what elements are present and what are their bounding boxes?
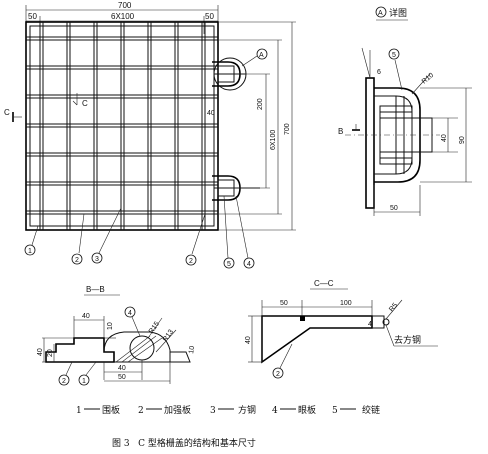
dim-hinge-offset: 200 bbox=[257, 98, 264, 110]
callout-detail-a: A bbox=[259, 52, 264, 59]
detail-a-title: 详图 bbox=[389, 7, 407, 19]
section-cc: C—C 50 100 40 R5 4 去方钢 2 bbox=[245, 279, 438, 379]
callout-5: 5 bbox=[227, 261, 231, 268]
bb-dim-side-40: 40 bbox=[37, 348, 44, 356]
main-view: 700 50 6X100 50 bbox=[4, 1, 296, 269]
horizontal-bars bbox=[26, 36, 218, 215]
detail-a-dim-50: 50 bbox=[390, 205, 398, 212]
dim-right-margin: 50 bbox=[205, 12, 214, 21]
legend-label-1: 围板 bbox=[102, 404, 120, 416]
legend-num-2: 2 bbox=[138, 406, 144, 416]
callout-3: 3 bbox=[95, 256, 99, 263]
legend-num-5: 5 bbox=[332, 406, 338, 416]
callout-2b: 2 bbox=[189, 258, 193, 265]
bb-dim-10: 10 bbox=[107, 322, 114, 330]
detail-a-section-b: B bbox=[338, 127, 343, 136]
detail-a-dim-90: 90 bbox=[459, 136, 466, 144]
bb-callout-2: 2 bbox=[62, 378, 66, 385]
callout-4: 4 bbox=[247, 261, 251, 268]
cc-dim-100: 100 bbox=[340, 300, 352, 307]
legend-num-1: 1 bbox=[76, 406, 82, 416]
bb-dim-r13: R13 bbox=[162, 329, 175, 344]
cc-note-remove-bar: 去方钢 bbox=[394, 334, 421, 346]
legend-label-4: 眼板 bbox=[298, 404, 316, 416]
section-mark-c-right: C bbox=[82, 99, 88, 108]
detail-a-dim-40: 40 bbox=[441, 134, 448, 142]
cc-dim-4: 4 bbox=[368, 321, 372, 328]
bb-callout-1: 1 bbox=[82, 378, 86, 385]
callout-2a: 2 bbox=[75, 257, 79, 264]
detail-a-callout-5: 5 bbox=[392, 52, 396, 59]
legend-label-3: 方钢 bbox=[238, 404, 256, 416]
figure-caption: 图 3 C 型格栅盖的结构和基本尺寸 bbox=[112, 437, 256, 449]
section-cc-title: C—C bbox=[314, 279, 334, 288]
outer-frame bbox=[25, 21, 219, 231]
cc-dim-40: 40 bbox=[245, 336, 252, 344]
dim-total-width: 700 bbox=[118, 1, 132, 10]
dim-grid-span: 6X100 bbox=[111, 12, 135, 21]
cc-weld-mark bbox=[300, 316, 305, 321]
dim-left-margin: 50 bbox=[28, 12, 37, 21]
cc-dim-50: 50 bbox=[280, 300, 288, 307]
dim-hinge-gap: 40 bbox=[207, 110, 215, 117]
legend-num-4: 4 bbox=[272, 406, 278, 416]
bb-dim-20: 20 bbox=[47, 349, 54, 357]
bb-dim-bottom-40: 40 bbox=[118, 365, 126, 372]
dim-height-total: 700 bbox=[284, 123, 291, 135]
detail-a-dim-plate: 6 bbox=[377, 69, 381, 76]
legend: 1 围板 2 加强板 3 方钢 4 眼板 5 绞链 bbox=[76, 404, 380, 416]
detail-a: A 详图 6 5 R10 40 90 bbox=[338, 6, 472, 216]
section-mark-c-left: C bbox=[4, 108, 10, 117]
cc-dim-r5: R5 bbox=[388, 302, 399, 313]
bb-callout-4: 4 bbox=[128, 310, 132, 317]
bb-dim-r15: R15 bbox=[148, 321, 161, 336]
section-bb-title: B—B bbox=[86, 285, 105, 294]
bb-dim-bottom-50: 50 bbox=[118, 374, 126, 381]
dim-height-span: 6X100 bbox=[270, 130, 277, 150]
cc-plate bbox=[261, 315, 373, 364]
section-bb: B—B 40 10 40 20 40 50 R15 bbox=[37, 285, 196, 386]
inner-frame bbox=[29, 25, 215, 227]
bb-dim-top-40: 40 bbox=[82, 313, 90, 320]
legend-label-2: 加强板 bbox=[164, 404, 191, 416]
bb-dim-10b: 10 bbox=[188, 345, 196, 354]
detail-a-marker: A bbox=[378, 10, 383, 17]
legend-label-5: 绞链 bbox=[362, 404, 380, 416]
cc-callout-2: 2 bbox=[276, 371, 280, 378]
legend-num-3: 3 bbox=[210, 406, 216, 416]
bb-pin-circle bbox=[129, 335, 155, 361]
callout-1: 1 bbox=[28, 248, 32, 255]
vertical-bars bbox=[39, 22, 206, 230]
detail-a-dim-radius: R10 bbox=[421, 72, 435, 86]
